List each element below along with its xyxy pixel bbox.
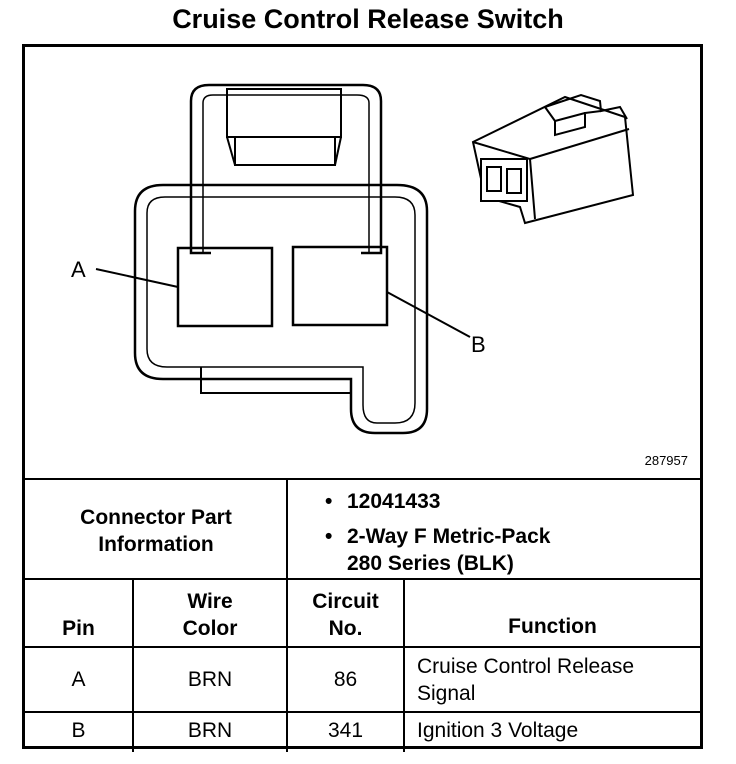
- row-a-function-line2: Signal: [417, 681, 476, 705]
- divider-cpi-bottom: [25, 578, 700, 580]
- connector-description-line1: 2-Way F Metric-Pack: [347, 525, 551, 548]
- header-function: Function: [508, 615, 597, 638]
- diagram-title: Cruise Control Release Switch: [172, 4, 564, 34]
- divider-cpi: [286, 480, 288, 580]
- row-b-pin: B: [71, 718, 86, 742]
- connector-body: [133, 183, 429, 435]
- header-circuit-line1: Circuit: [312, 590, 379, 613]
- pin-a-cavity: [176, 246, 274, 328]
- connector-part-info-label: Connector Part Information: [25, 483, 287, 579]
- pin-a-callout: A: [71, 257, 86, 282]
- cpi-label-line1: Connector Part: [80, 506, 232, 529]
- divider-top: [25, 478, 700, 480]
- connector-part-info-values: 12041433 2-Way F Metric-Pack 280 Series …: [325, 488, 550, 577]
- connector-latch: [189, 83, 383, 255]
- connector-description-line2: 280 Series (BLK): [347, 552, 514, 575]
- row-b-wire-color: BRN: [187, 718, 233, 742]
- pin-b-callout: B: [471, 332, 486, 357]
- connector-sheet: A B 287957 Connector Part Information 12…: [22, 44, 703, 752]
- pin-b-cavity: [291, 245, 389, 327]
- header-circuit-line2: No.: [328, 617, 363, 640]
- row-a-wire-color: BRN: [187, 668, 233, 691]
- col-divider-1: [132, 580, 134, 752]
- header-wire-color-line2: Color: [182, 617, 238, 640]
- header-wire-color-line1: Wire: [187, 590, 233, 613]
- row-a-function-line1: Cruise Control Release: [417, 654, 635, 678]
- row-b-function: Ignition 3 Voltage: [417, 718, 579, 742]
- connector-description: 2-Way F Metric-Pack 280 Series (BLK): [325, 523, 550, 577]
- header-pin: Pin: [62, 617, 95, 640]
- connector-face-diagram: A B 287957: [71, 83, 688, 468]
- divider-row: [25, 711, 700, 713]
- part-number: 12041433: [325, 488, 550, 515]
- diagram-code: 287957: [645, 453, 688, 468]
- col-divider-2: [286, 580, 288, 752]
- row-a-circuit: 86: [333, 668, 358, 691]
- connector-3d-illustration: [471, 93, 635, 225]
- divider-header: [25, 646, 700, 648]
- row-a-pin: A: [71, 668, 86, 691]
- col-divider-3: [403, 580, 405, 752]
- cpi-label-line2: Information: [98, 533, 214, 556]
- row-b-circuit: 341: [327, 718, 364, 742]
